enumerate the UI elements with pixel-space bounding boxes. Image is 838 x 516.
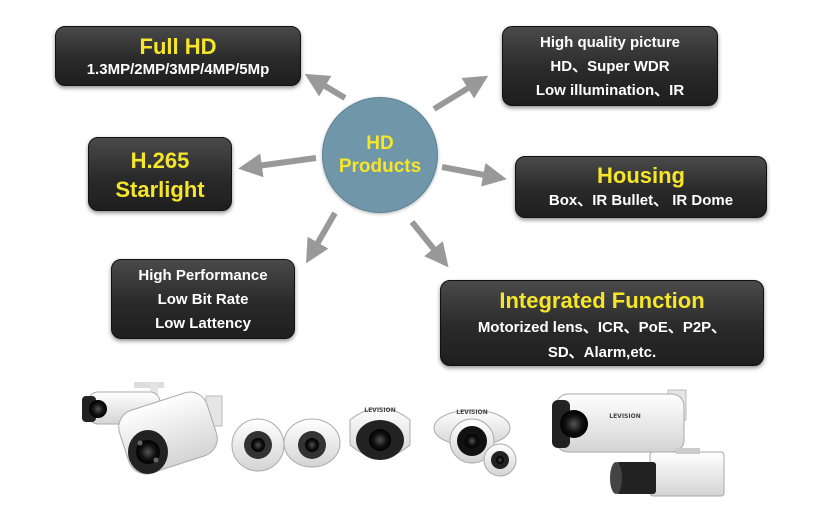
full-hd-detail: 1.3MP/2MP/3MP/4MP/5Mp xyxy=(86,61,270,78)
housing-detail: Box、IR Bullet、 IR Dome xyxy=(548,192,734,209)
ir-bullet-camera: LEVISION xyxy=(552,389,687,453)
arrow-to-picture xyxy=(432,75,489,112)
hd-products-hub: HD Products xyxy=(322,97,438,213)
arrow-to-housing xyxy=(441,162,507,187)
feature-housing: Housing Box、IR Bullet、 IR Dome xyxy=(515,156,767,218)
brand-label-2: LEVISION xyxy=(456,409,487,416)
integrated-line-2: SD、Alarm,etc. xyxy=(547,344,657,361)
feature-h265: H.265 Starlight xyxy=(88,137,232,211)
hub-line-1: HD xyxy=(366,133,394,154)
integrated-line-1: Motorized lens、ICR、PoE、P2P、 xyxy=(477,319,727,336)
housing-title: Housing xyxy=(597,163,685,188)
arrow-to-full-hd xyxy=(304,73,347,101)
picture-line-3: Low illumination、IR xyxy=(535,82,685,99)
h265-line-2: Starlight xyxy=(115,177,205,202)
vandal-dome-camera: LEVISION xyxy=(349,407,411,460)
picture-line-2: HD、Super WDR xyxy=(550,58,670,75)
picture-line-1: High quality picture xyxy=(539,34,680,51)
performance-line-2: Low Bit Rate xyxy=(157,291,249,308)
performance-line-3: Low Lattency xyxy=(155,315,251,332)
arrow-to-h265 xyxy=(238,153,317,178)
dome-camera-2 xyxy=(283,418,341,468)
feature-integrated: Integrated Function Motorized lens、ICR、P… xyxy=(440,280,764,366)
feature-performance: High Performance Low Bit Rate Low Latten… xyxy=(111,259,295,339)
full-hd-title: Full HD xyxy=(139,34,217,59)
feature-full-hd: Full HD 1.3MP/2MP/3MP/4MP/5Mp xyxy=(55,26,301,86)
integrated-title: Integrated Function xyxy=(499,288,705,313)
brand-label-3: LEVISION xyxy=(609,413,640,420)
arrow-to-integrated xyxy=(409,220,449,268)
feature-picture: High quality picture HD、Super WDR Low il… xyxy=(502,26,718,106)
bullet-camera-large xyxy=(118,391,223,475)
performance-line-1: High Performance xyxy=(138,267,268,284)
h265-line-1: H.265 xyxy=(130,148,190,173)
arrow-to-performance xyxy=(306,211,338,264)
box-camera xyxy=(610,448,725,497)
brand-label-1: LEVISION xyxy=(364,407,395,414)
hub-line-2: Products xyxy=(338,156,422,177)
dome-camera-1 xyxy=(231,418,285,472)
ir-eyeball-camera: LEVISION xyxy=(433,409,517,477)
